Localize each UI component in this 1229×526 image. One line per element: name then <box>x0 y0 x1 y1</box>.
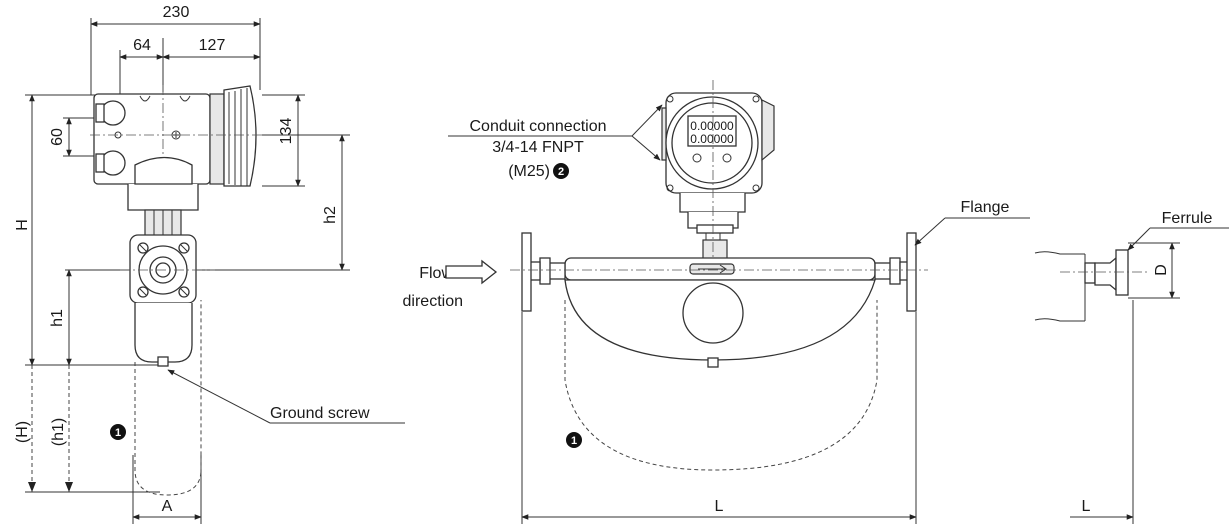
callout-bullet-1 <box>110 424 126 440</box>
break-line <box>1034 318 1085 322</box>
arrowhead <box>28 482 36 492</box>
dim-a: A <box>162 498 173 515</box>
arrowhead <box>65 482 73 492</box>
flange-left <box>521 232 532 312</box>
sensor-window <box>682 282 744 344</box>
dim-h1-paren: (h1) <box>50 418 67 446</box>
flow-label-line2: direction <box>403 293 463 310</box>
tall-case-outline <box>564 300 878 471</box>
ferrule-label: Ferrule <box>1162 210 1213 227</box>
head-side-boss <box>761 99 775 162</box>
transmitter-neck <box>679 193 746 213</box>
flange-right <box>906 232 917 312</box>
conduit-label-line2: 3/4-14 FNPT <box>492 139 584 156</box>
dim-230: 230 <box>163 4 190 21</box>
side-view: 230 64 127 60 134 H h2 h1 <box>14 4 405 524</box>
dim-l-side: L <box>1082 498 1091 515</box>
ferrule-neck <box>1084 262 1096 284</box>
break-line <box>1034 251 1085 255</box>
display-button <box>722 153 732 163</box>
flange-label: Flange <box>961 199 1010 216</box>
mount-plate <box>696 224 734 234</box>
head-left-boss <box>661 107 667 161</box>
callout-number: 1 <box>115 427 121 439</box>
ground-screw-left <box>157 356 169 367</box>
head-screw <box>666 184 674 192</box>
conduit-leader <box>631 104 663 137</box>
conduit-label-line3: (M25) <box>508 163 550 180</box>
neck-upper <box>134 156 193 185</box>
ground-screw-front <box>707 357 719 368</box>
ferrule-face <box>1115 249 1129 296</box>
housing-neck <box>127 184 199 211</box>
neck-right <box>889 257 901 285</box>
dim-h1: h1 <box>49 309 66 327</box>
ferrule-taper <box>1094 256 1117 292</box>
head-screw <box>666 95 674 103</box>
head-screw <box>752 95 760 103</box>
ground-screw-label: Ground screw <box>270 405 370 422</box>
tall-case-outline <box>134 300 202 496</box>
dim-h-paren: (H) <box>14 421 31 443</box>
callout-bullet-1 <box>566 432 582 448</box>
front-view: Conduit connection 3/4-14 FNPT (M25) 2 0… <box>403 80 1030 524</box>
port-cap <box>95 103 105 123</box>
callout-bullet-2 <box>553 163 569 179</box>
dim-64: 64 <box>133 37 151 54</box>
ground-screw-leader <box>167 369 271 424</box>
housing-collar <box>209 93 225 185</box>
dim-127: 127 <box>199 37 226 54</box>
lcd-panel <box>687 115 737 147</box>
finned-cover <box>223 85 257 187</box>
dim-h: H <box>14 219 31 231</box>
neck-left <box>539 257 551 285</box>
dim-d: D <box>1153 264 1170 276</box>
flow-arrow <box>698 264 727 274</box>
head-screw <box>752 184 760 192</box>
ferrule-detail: D Ferrule L <box>1034 210 1229 524</box>
callout-number: 1 <box>571 435 577 447</box>
port-cap <box>95 153 105 173</box>
ferrule-leader <box>1127 227 1151 251</box>
lcd-line1: 0.00000 <box>690 119 734 133</box>
conduit-label-line1: Conduit connection <box>470 118 607 135</box>
conduit-leader <box>631 135 661 161</box>
dim-60: 60 <box>49 128 66 146</box>
display-button <box>692 153 702 163</box>
lcd-line2: 0.00000 <box>690 132 734 146</box>
dim-134: 134 <box>278 118 295 145</box>
flow-direction-arrow-icon <box>445 259 498 285</box>
housing-detail <box>139 95 191 102</box>
dim-h2: h2 <box>322 206 339 224</box>
callout-number: 2 <box>558 166 564 178</box>
flow-label-line1: Flow <box>419 265 453 282</box>
sensor-case <box>134 303 193 363</box>
flange-leader <box>914 217 946 246</box>
dim-l-main: L <box>715 498 724 515</box>
